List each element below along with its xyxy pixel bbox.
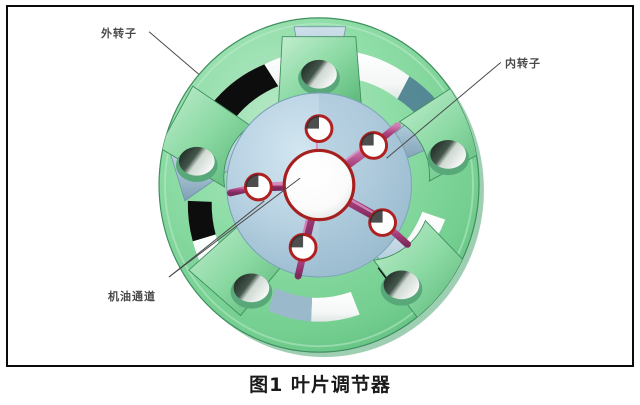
bolt-hole <box>298 59 340 96</box>
bolt-holes <box>175 59 470 309</box>
oil-port <box>368 208 398 237</box>
outer-rotor-rim-highlight <box>164 22 475 348</box>
figure-frame: 外转子 内转子 机油通道 <box>6 5 634 367</box>
oil-port <box>304 114 334 143</box>
oil-port <box>359 131 389 160</box>
oil-port <box>288 232 318 262</box>
leader-line-outer-rotor <box>148 31 200 75</box>
leader-line-inner-rotor <box>386 62 502 159</box>
leader-lines <box>148 31 502 278</box>
pressure-chamber <box>268 287 360 322</box>
bolt-hole <box>230 273 273 309</box>
bolt-hole <box>427 140 470 176</box>
callout-label-oil-passage: 机油通道 <box>108 290 156 303</box>
vane-adjuster-illustration <box>148 17 502 358</box>
callout-label-inner-rotor: 内转子 <box>505 57 541 70</box>
oil-port <box>243 172 273 202</box>
leader-line-oil-passage-a <box>168 177 301 278</box>
callout-label-outer-rotor: 外转子 <box>101 27 137 40</box>
bolt-hole <box>380 270 423 306</box>
central-bore[interactable] <box>282 148 356 222</box>
figure-caption: 图1 叶片调节器 <box>249 374 391 396</box>
bolt-hole <box>175 146 218 183</box>
leader-line-oil-passage-b <box>168 200 265 278</box>
central-bore-rim <box>283 149 355 221</box>
oil-ports <box>243 114 398 262</box>
